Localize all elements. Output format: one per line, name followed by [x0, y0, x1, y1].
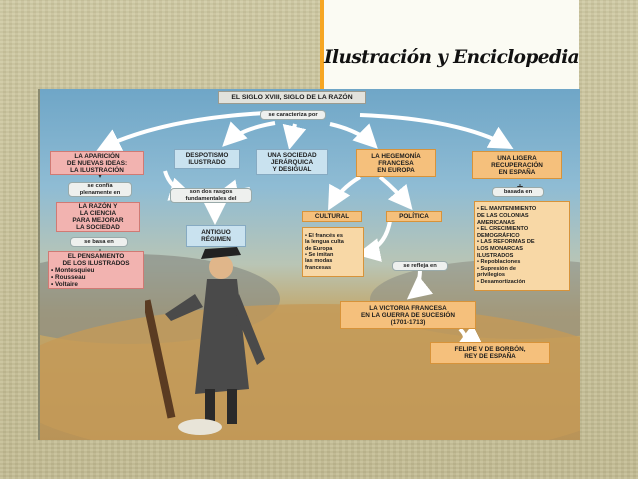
node-hegemonia: LA HEGEMONÍA FRANCESA EN EUROPA — [356, 149, 436, 177]
node-text: • Se imitan — [305, 252, 334, 258]
node-text: francesas — [305, 264, 332, 271]
node-text: • EL MANTENIMIENTO — [477, 206, 537, 213]
node-text: UNA LIGERA — [497, 154, 537, 162]
node-text: LA CIENCIA — [79, 210, 117, 217]
node-victoria: LA VICTORIA FRANCESA EN LA GUERRA DE SUC… — [340, 301, 476, 329]
node-text: LA HEGEMONÍA — [371, 152, 421, 160]
node-text: basada en — [503, 188, 533, 195]
link-rasgos: son dos rasgos fundamentales del — [170, 188, 252, 203]
node-text: RÉGIMEN — [201, 236, 231, 243]
node-text: • Desamortización — [477, 278, 526, 285]
node-text: EN ESPAÑA — [498, 168, 536, 176]
node-mantenimiento: • EL MANTENIMIENTO DE LAS COLONIAS AMERI… — [474, 201, 570, 291]
node-text: son dos rasgos — [189, 188, 233, 195]
node-text: REY DE ESPAÑA — [464, 353, 516, 360]
node-text: ILUSTRADO — [188, 159, 226, 166]
node-antiguo-regimen: ANTIGUO RÉGIMEN — [186, 225, 246, 247]
node-text: fundamentales del — [185, 195, 237, 202]
node-text: FELIPE V DE BORBÓN, — [454, 346, 526, 353]
node-text: LA RAZÓN Y — [78, 203, 118, 210]
link-caracteriza: se caracteriza por — [260, 110, 326, 120]
node-text: LA APARICIÓN — [74, 152, 120, 160]
node-text: AMERICANAS — [477, 219, 515, 226]
node-text: FRANCESA — [378, 159, 414, 167]
node-text: LA SOCIEDAD — [76, 224, 120, 231]
node-text: de Europa — [305, 245, 333, 252]
node-text: CULTURAL — [314, 213, 350, 220]
concept-map-image: EL SIGLO XVIII, SIGLO DE LA RAZÓN se car… — [38, 89, 580, 440]
node-text: RECUPERACIÓN — [491, 161, 543, 169]
node-text: DESPOTISMO — [185, 152, 229, 159]
node-text: privilegios — [477, 272, 505, 279]
node-razon: LA RAZÓN Y LA CIENCIA PARA MEJORAR LA SO… — [56, 202, 140, 232]
node-text: LA VICTORIA FRANCESA — [369, 304, 447, 312]
node-text: Y DESIGUAL — [272, 165, 312, 173]
node-text: DEMOGRÁFICO — [477, 232, 520, 239]
node-text: EL PENSAMIENTO — [67, 252, 125, 260]
node-text: DE NUEVAS IDEAS: — [66, 159, 128, 167]
node-text: ANTIGUO — [201, 229, 231, 236]
node-text: JERÁRQUICA — [270, 158, 314, 166]
node-text: • El francés es — [305, 232, 344, 239]
node-text: LA ILUSTRACIÓN — [70, 166, 124, 174]
node-felipe: FELIPE V DE BORBÓN, REY DE ESPAÑA — [430, 342, 550, 364]
node-text: PARA MEJORAR — [72, 217, 124, 224]
node-text: se refleja en — [403, 262, 437, 269]
node-text: DE LAS COLONIAS — [477, 213, 529, 220]
node-text: se basa en — [84, 238, 114, 245]
node-aparicion: LA APARICIÓN DE NUEVAS IDEAS: LA ILUSTRA… — [50, 151, 144, 175]
node-text: LOS MONARCAS — [477, 246, 523, 252]
node-sociedad: UNA SOCIEDAD JERÁRQUICA Y DESIGUAL — [256, 149, 328, 175]
node-text: • Supresión de — [477, 265, 516, 272]
node-text: POLÍTICA — [399, 213, 429, 220]
node-pensamiento: EL PENSAMIENTO DE LOS ILUSTRADOS • Monte… — [48, 251, 144, 289]
node-text: (1701-1713) — [390, 318, 426, 326]
link-confia: se confía plenamente en — [68, 182, 132, 197]
node-text: la lengua culta — [305, 239, 344, 246]
title-panel: Ilustración y Enciclopedia — [324, 0, 580, 89]
node-frances: • El francés es la lengua culta de Europ… — [302, 227, 364, 277]
node-text: • LAS REFORMAS DE — [477, 239, 535, 246]
node-text: plenamente en — [79, 189, 121, 196]
node-text: • Voltaire — [51, 280, 78, 288]
soldier-illustration — [145, 247, 265, 435]
node-text: EL SIGLO XVIII, SIGLO DE LA RAZÓN — [231, 94, 353, 101]
node-text: • Montesquieu — [51, 266, 95, 274]
node-text: • EL CRECIMIENTO — [477, 226, 529, 233]
node-recuperacion: UNA LIGERA RECUPERACIÓN EN ESPAÑA — [472, 151, 562, 179]
slide-title: Ilustración y Enciclopedia — [324, 47, 580, 68]
node-text: • Repoblaciones — [477, 259, 521, 266]
node-text: UNA SOCIEDAD — [267, 151, 317, 159]
node-text: EN EUROPA — [377, 166, 415, 174]
node-text: DE LOS ILUSTRADOS — [62, 259, 130, 267]
link-basa: se basa en — [70, 237, 128, 247]
node-text: EN LA GUERRA DE SUCESIÓN — [361, 311, 455, 319]
node-cultural: CULTURAL — [302, 211, 362, 222]
node-text: las modas — [305, 258, 333, 265]
node-text: • Rousseau — [51, 273, 86, 281]
node-text: ILUSTRADOS — [477, 252, 514, 259]
node-text: se caracteriza por — [268, 111, 318, 118]
link-basada: basada en — [492, 187, 544, 197]
link-refleja: se refleja en — [392, 261, 448, 271]
node-text: se confía — [87, 182, 113, 189]
ground-shape — [40, 304, 580, 440]
node-politica: POLÍTICA — [386, 211, 442, 222]
node-despotismo: DESPOTISMO ILUSTRADO — [174, 149, 240, 169]
node-siglo-xviii: EL SIGLO XVIII, SIGLO DE LA RAZÓN — [218, 91, 366, 104]
